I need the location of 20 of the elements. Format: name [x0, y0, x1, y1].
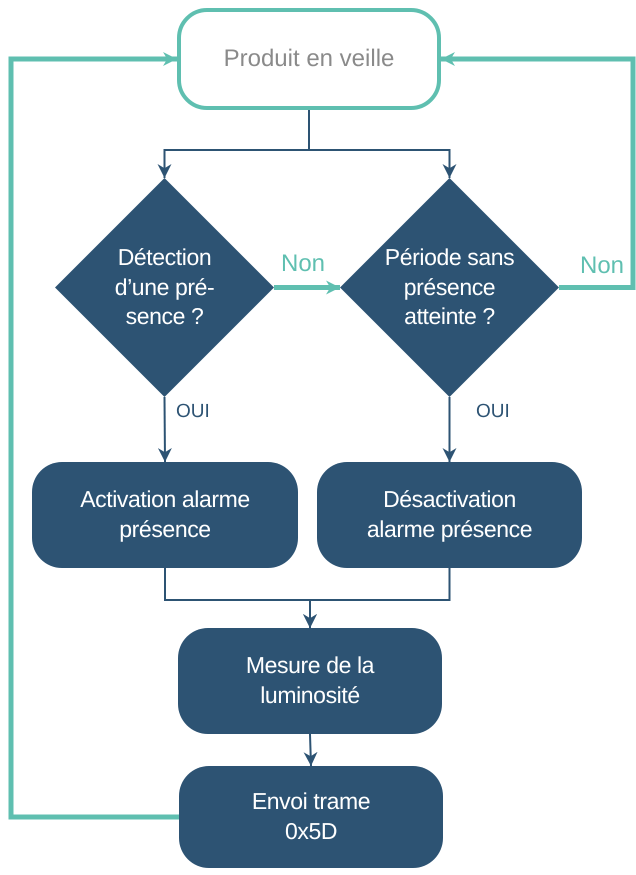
arrow: [303, 568, 450, 628]
node-text: Détection d’une pré- sence ?: [114, 242, 216, 332]
node-text: Période sans présence atteinte ?: [384, 242, 516, 332]
process-box: [32, 462, 298, 568]
arrow: [8, 52, 179, 820]
arrow: [441, 52, 636, 290]
node-text: Désactivation alarme présence: [366, 485, 534, 544]
node-text: Mesure de la luminosité: [244, 651, 376, 710]
arrow: [158, 397, 172, 462]
start-box: [177, 8, 441, 110]
node-text: Produit en veille: [224, 44, 394, 74]
process-box: [317, 462, 582, 568]
arrow: [274, 280, 340, 294]
process-box: [178, 628, 442, 734]
process-box: [179, 766, 443, 868]
node-text: Envoi trame 0x5D: [250, 787, 372, 846]
arrow: [308, 110, 456, 178]
arrow: [304, 734, 318, 766]
node-text: Activation alarme présence: [80, 485, 250, 544]
arrow: [442, 397, 456, 462]
